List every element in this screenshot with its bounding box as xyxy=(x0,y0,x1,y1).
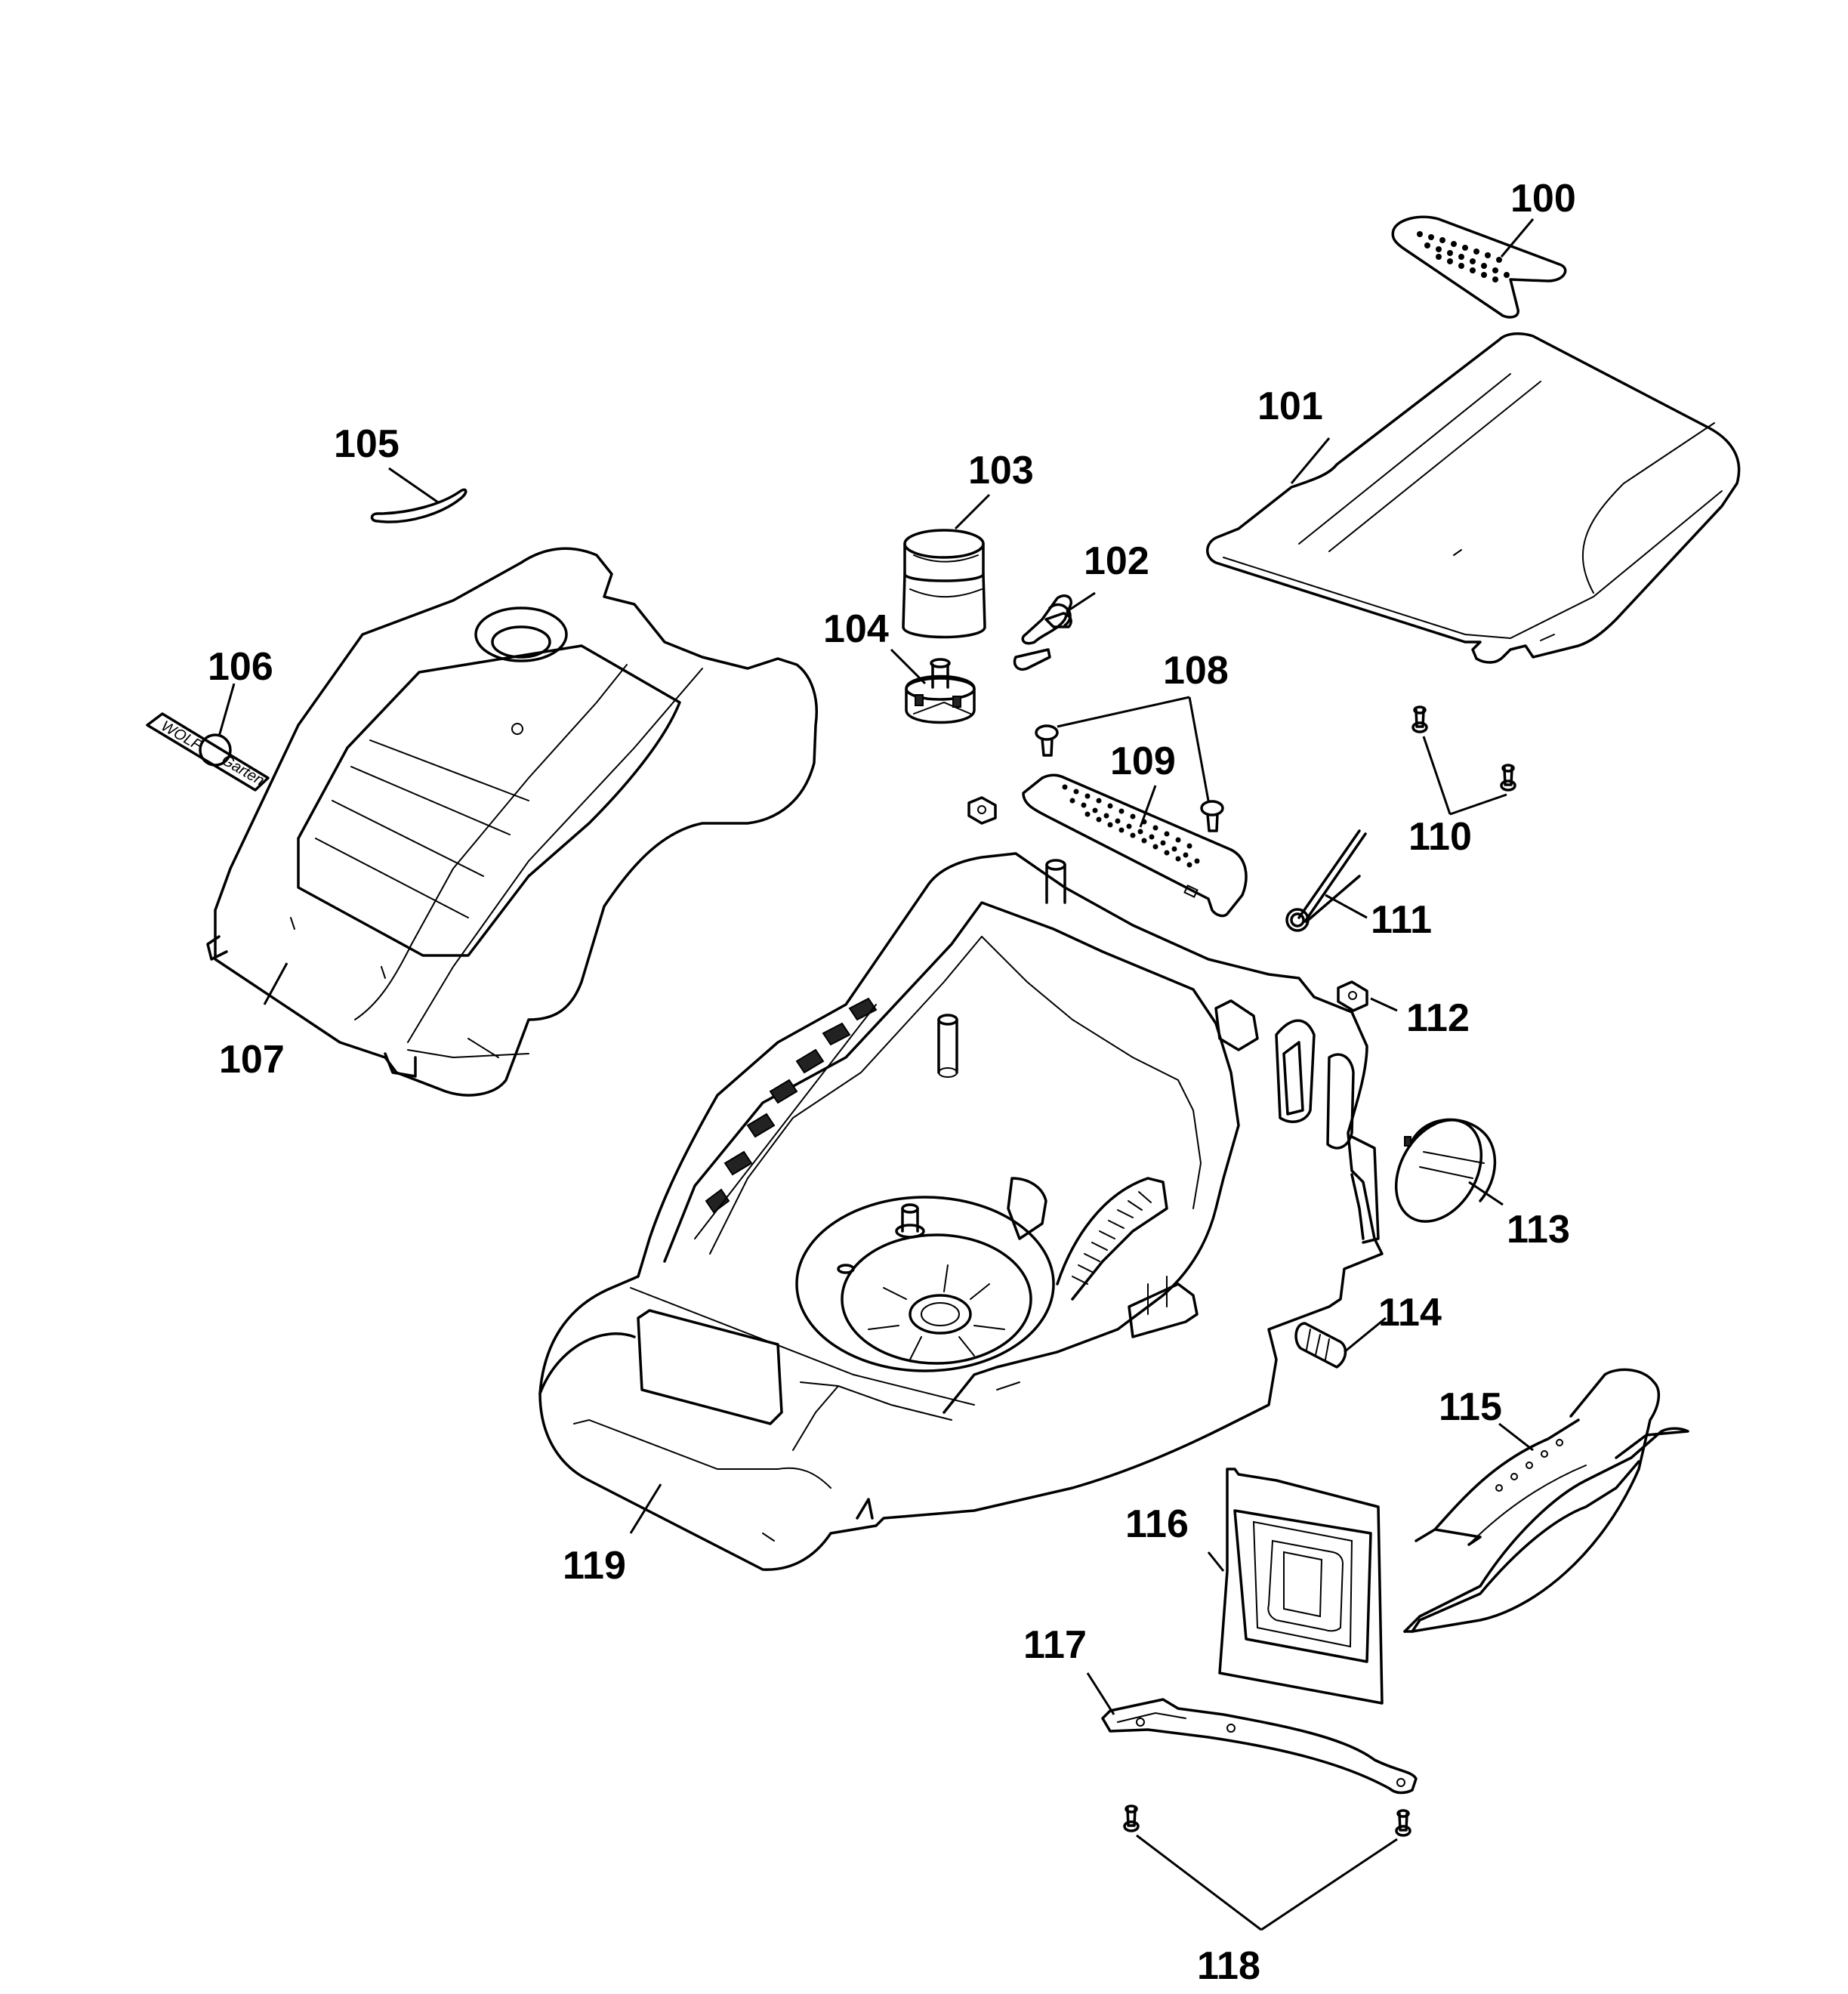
callout-113: 113 xyxy=(1507,1208,1570,1252)
part-100-grip xyxy=(1391,215,1567,319)
leader-119 xyxy=(629,1483,662,1534)
callout-117: 117 xyxy=(1023,1623,1087,1667)
part-109-vent-grill xyxy=(1022,773,1248,918)
part-110-screw-a xyxy=(1411,705,1428,733)
logo-wolf-text: WOLF xyxy=(159,718,206,755)
part-104-adjuster xyxy=(905,658,976,724)
leader-108-a xyxy=(1057,696,1190,728)
leader-109 xyxy=(1139,785,1157,828)
callout-101: 101 xyxy=(1257,384,1323,428)
leader-111 xyxy=(1325,894,1368,919)
callout-109: 109 xyxy=(1110,739,1176,783)
leader-112 xyxy=(1370,997,1398,1012)
part-116-side-plate xyxy=(1218,1468,1384,1705)
leader-106 xyxy=(218,683,236,737)
part-118-screw-a xyxy=(1123,1804,1140,1832)
part-111-spring xyxy=(1285,829,1367,932)
leader-100 xyxy=(1500,218,1535,258)
callout-119: 119 xyxy=(563,1544,626,1588)
leader-113 xyxy=(1468,1181,1504,1206)
leader-103 xyxy=(954,493,991,530)
part-113-knob xyxy=(1394,1118,1497,1223)
part-119-deck xyxy=(538,852,1384,1571)
part-105-strip xyxy=(370,488,467,523)
part-115-deflector xyxy=(1403,1368,1689,1633)
leader-108-b xyxy=(1188,696,1210,801)
leader-117 xyxy=(1086,1672,1115,1715)
callout-105: 105 xyxy=(334,422,400,466)
part-106-logo-badge: WOLF Garten xyxy=(146,712,270,792)
leader-104 xyxy=(890,648,927,685)
part-108-screw-b xyxy=(1200,800,1224,832)
callout-115: 115 xyxy=(1439,1385,1502,1429)
callout-107: 107 xyxy=(219,1038,285,1082)
callout-112: 112 xyxy=(1406,996,1470,1040)
leader-105 xyxy=(388,467,439,504)
leader-115 xyxy=(1498,1422,1534,1452)
leader-101 xyxy=(1290,437,1331,484)
part-110-screw-b xyxy=(1500,764,1516,792)
callout-104: 104 xyxy=(823,607,889,651)
callout-116: 116 xyxy=(1125,1502,1189,1546)
callout-103: 103 xyxy=(968,449,1034,492)
part-112-nut-b xyxy=(967,796,997,825)
callout-106: 106 xyxy=(208,645,273,689)
callout-108: 108 xyxy=(1163,649,1229,693)
callout-118: 118 xyxy=(1197,1944,1260,1988)
part-102-latch xyxy=(1013,594,1072,671)
part-101-lid xyxy=(1206,332,1741,664)
callout-102: 102 xyxy=(1084,539,1149,583)
callout-110: 110 xyxy=(1408,815,1472,859)
leader-110-b xyxy=(1449,793,1507,816)
part-118-screw-b xyxy=(1395,1809,1411,1837)
leader-114 xyxy=(1344,1316,1387,1354)
part-117-bracket xyxy=(1101,1698,1418,1795)
callout-114: 114 xyxy=(1378,1291,1442,1335)
fan-teeth xyxy=(1072,1191,1152,1285)
part-108-screw-a xyxy=(1035,724,1059,757)
part-103-sleeve xyxy=(902,529,986,639)
leader-102 xyxy=(1066,591,1096,613)
leader-118-b xyxy=(1260,1838,1398,1931)
flank-ribs xyxy=(705,997,878,1214)
leader-118-a xyxy=(1136,1834,1262,1931)
leader-110-a xyxy=(1422,736,1452,815)
part-112-nut xyxy=(1337,980,1368,1012)
callout-111: 111 xyxy=(1371,898,1432,942)
leader-107 xyxy=(263,962,288,1005)
part-114-coil xyxy=(1294,1322,1347,1369)
callout-100: 100 xyxy=(1510,177,1576,221)
part-107-motor-cover xyxy=(206,547,818,1097)
leader-116 xyxy=(1207,1551,1225,1572)
